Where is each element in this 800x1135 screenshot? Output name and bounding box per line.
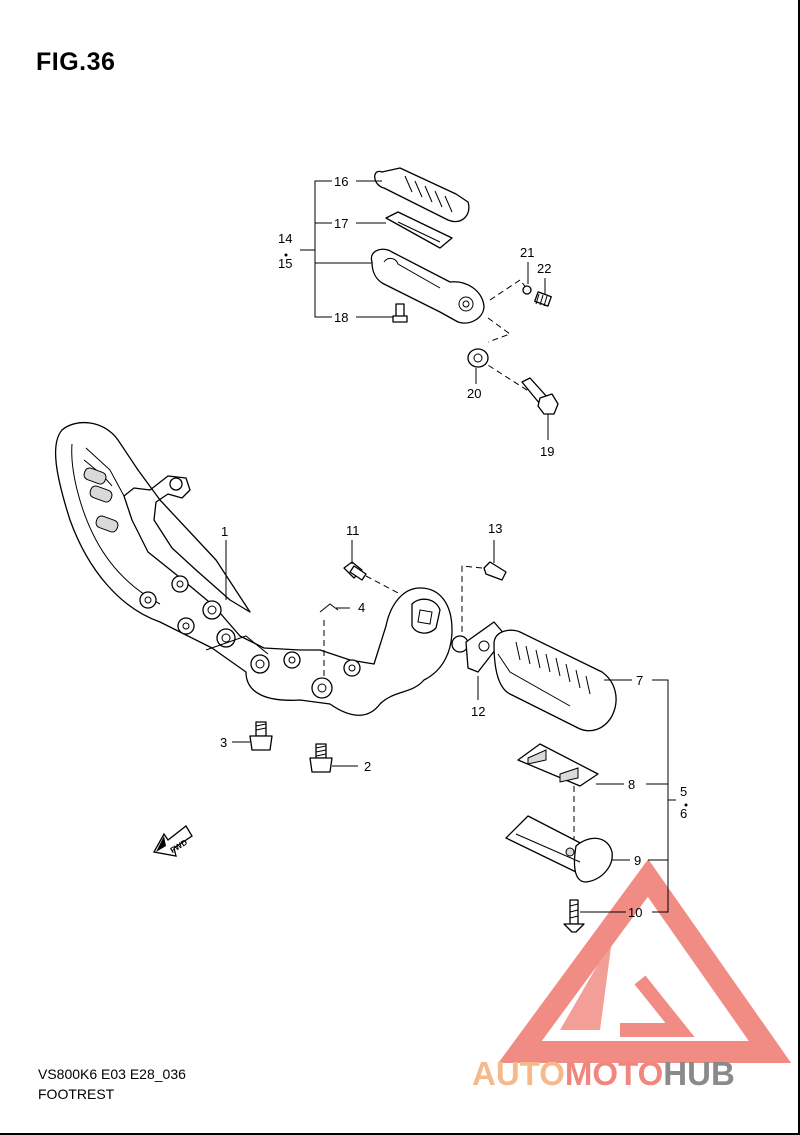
part-2-bolt [309,743,333,773]
callout-16: 16 [334,174,348,189]
callout-6: 6 [680,806,687,821]
watermark-part-moto: MOTO [564,1055,664,1092]
part-12-plate [465,621,507,673]
callout-3: 3 [220,735,227,750]
callout-11: 11 [346,523,360,538]
part-15-footrest-bracket [370,248,485,324]
separator-dot-14-15 [284,253,288,257]
callout-12: 12 [471,704,485,719]
callout-21: 21 [520,245,534,260]
part-16-footpeg-rubber [374,167,470,223]
part-3-bolt [249,721,273,751]
part-1-footrest-frame [54,421,469,716]
part-9-toe-pad [505,815,613,883]
part-8-plate [517,743,599,850]
dashed-guides [479,279,531,393]
part-4-clip [319,603,339,680]
watermark-part-hub: HUB [663,1055,735,1092]
callout-15: 15 [278,256,292,271]
callout-20: 20 [467,386,481,401]
part-13-bolt [461,561,507,632]
watermark-part-auto: AUTO [472,1055,565,1092]
part-19-pivot-bolt [521,377,559,415]
part-17-plate [385,211,453,249]
part-11-bolt [343,561,401,595]
callout-10: 10 [628,905,642,920]
figure-code: VS800K6 E03 E28_036 [38,1066,186,1082]
part-7-footrest-rubber [493,629,617,732]
callout-8: 8 [628,777,635,792]
callout-17: 17 [334,216,348,231]
part-21-nut [522,285,532,295]
separator-dot-5-6 [684,803,688,807]
figure-name: FOOTREST [38,1086,115,1102]
callout-2: 2 [364,759,371,774]
bracket-14-15 [300,180,372,318]
callout-labels: 16 17 14 15 18 21 22 20 19 1 11 13 4 12 … [220,174,687,920]
fwd-arrow-icon: FWD [152,825,193,857]
callout-4: 4 [358,600,365,615]
callout-1: 1 [221,524,228,539]
watermark-logo [498,859,792,1063]
callout-13: 13 [488,521,502,536]
callout-18: 18 [334,310,348,325]
part-10-screw [563,899,585,933]
callout-14: 14 [278,231,292,246]
part-22-pin [534,291,552,307]
part-20-washer [467,348,489,368]
bracket-5-6 [646,679,676,913]
callout-22: 22 [537,261,551,276]
callout-7: 7 [636,673,643,688]
callout-9: 9 [634,853,641,868]
callout-19: 19 [540,444,554,459]
callout-5: 5 [680,784,687,799]
figure-title: FIG.36 [36,48,116,76]
part-18-bolt [392,303,408,323]
watermark-text: AUTOMOTOHUB [472,1055,735,1093]
